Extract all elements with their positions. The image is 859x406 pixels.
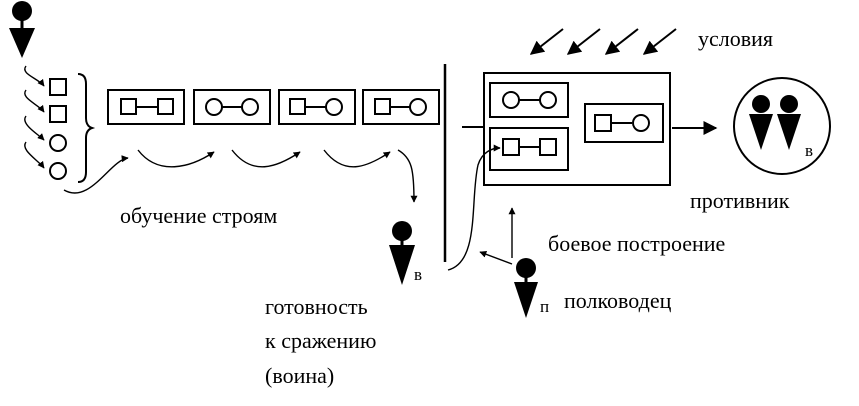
basic-elements-column: [49, 78, 67, 180]
brace-to-training-arrow: [63, 155, 129, 194]
ready-warrior-icon: [389, 221, 415, 285]
formation-box-3: [278, 89, 356, 125]
enemy-marker: в: [805, 141, 814, 160]
condition-arrows: [529, 28, 677, 55]
entry-arrows: [24, 65, 45, 169]
enemy-icon: [733, 77, 831, 175]
training-label: обучение строям: [120, 203, 278, 228]
formation-box-4: [362, 89, 440, 125]
warrior-to-formation-arrow: [447, 144, 501, 271]
commander-marker: п: [540, 297, 550, 316]
training-flow-arrows: [137, 149, 418, 203]
conditions-label: условия: [698, 26, 774, 51]
commander-arrows: [479, 207, 516, 265]
battle-formation-box: [483, 72, 671, 186]
incoming-warrior-icon: [9, 1, 35, 58]
readiness-line-1: готовность: [265, 294, 368, 319]
readiness-line-3: (воина): [265, 363, 335, 388]
enemy-label: противник: [690, 188, 790, 213]
grouping-brace: [77, 73, 96, 183]
battle-formation-label: боевое построение: [548, 231, 726, 256]
formation-box-1: [107, 89, 185, 125]
warrior-marker: в: [414, 265, 423, 284]
formation-box-2: [193, 89, 271, 125]
commander-label: полководец: [564, 288, 672, 313]
commander-figure-icon: [514, 258, 538, 318]
readiness-line-2: к сражению: [265, 328, 377, 353]
